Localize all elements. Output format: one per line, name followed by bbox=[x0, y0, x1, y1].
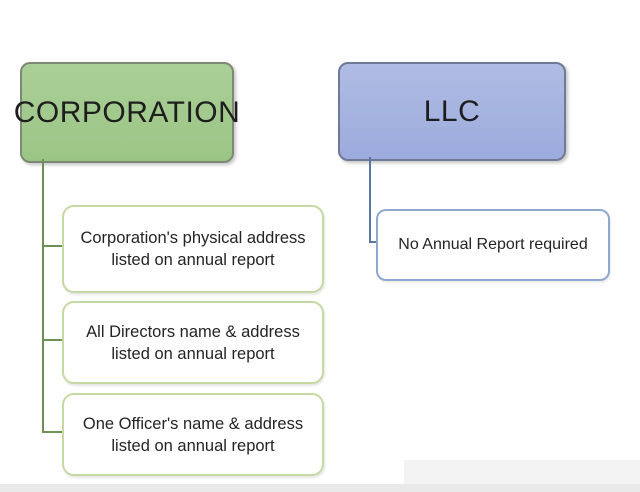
corporation-child-node-directors: All Directors name & address listed on a… bbox=[62, 301, 324, 384]
corporation-connector-branch-1 bbox=[44, 245, 62, 247]
corporation-child-node-physical-address: Corporation's physical address listed on… bbox=[62, 205, 324, 293]
child-node-text-line: listed on annual report bbox=[111, 251, 275, 269]
llc-child-node-no-annual-report: No Annual Report required bbox=[376, 209, 610, 281]
llc-node-label: LLC bbox=[423, 94, 481, 128]
corporation-node-label: CORPORATION bbox=[13, 95, 241, 129]
child-node-text-line: Corporation's physical address bbox=[80, 229, 306, 247]
child-node-text-line: No Annual Report required bbox=[398, 236, 588, 253]
child-node-text-line: listed on annual report bbox=[111, 344, 275, 363]
corporation-connector-branch-2 bbox=[44, 339, 62, 341]
llc-connector-branch-1 bbox=[369, 241, 378, 243]
child-node-text-line: listed on annual report bbox=[111, 436, 275, 455]
corporation-node: CORPORATION bbox=[14, 62, 240, 163]
child-node-text-line: One Officer's name & address bbox=[82, 414, 304, 433]
page-bottom-strip bbox=[0, 484, 640, 492]
corporation-child-node-officer: One Officer's name & address listed on a… bbox=[62, 393, 324, 476]
corporation-connector-trunk bbox=[42, 159, 44, 433]
child-node-text-line: All Directors name & address bbox=[86, 322, 300, 341]
corporation-connector-branch-3 bbox=[44, 431, 62, 433]
llc-connector-trunk bbox=[369, 157, 371, 243]
llc-node: LLC bbox=[338, 62, 566, 161]
